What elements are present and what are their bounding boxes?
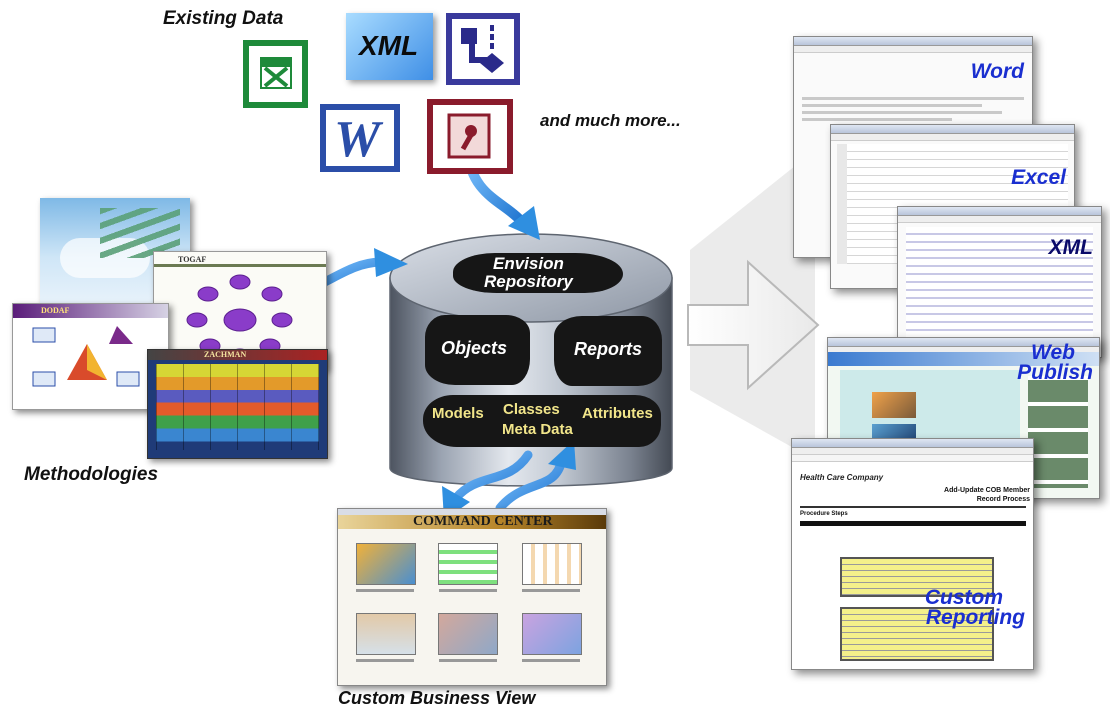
excel-menubar [831,134,1074,141]
thumb-caption-row1 [356,589,580,592]
xml-label: XML [1048,236,1093,259]
custom-reporting-screenshot: Health Care Company Add-Update COB Membe… [791,438,1034,670]
dodaf-diagram [32,326,140,387]
meta-data-label: Meta Data [502,421,573,438]
access-glyph [447,113,491,159]
thumb-caption-row2 [356,659,580,662]
thumb-process-architecture [438,543,498,585]
xml-tile-text: XML [359,30,419,61]
arrow-head-up [548,440,576,470]
report-procedure-steps: Procedure Steps [800,511,848,517]
command-center-header [338,515,606,529]
zachman-bar [148,350,327,360]
report-menubar [792,448,1033,455]
excel-glyph [260,57,292,89]
repository-title-line1: Envision [493,254,564,273]
xml-titlebar [898,207,1101,216]
web-publish-screenshot: Web Publish [827,337,1100,499]
custom-reporting-label-2: Reporting [925,606,1025,629]
word-line [802,104,982,107]
models-label: Models [432,405,484,422]
web-image3 [1028,376,1088,488]
reports-label: Reports [574,339,643,359]
word-label: Word [970,60,1024,83]
word-menubar [794,46,1032,53]
existing-data-label: Existing Data [163,8,284,29]
xml-icon: XML [346,13,433,80]
report-company: Health Care Company [800,473,884,482]
togaf-bar [154,264,326,267]
web-image1 [872,392,916,418]
xml-menubar [898,216,1101,223]
attributes-label: Attributes [582,405,653,422]
custom-reporting-label-1: Custom [924,586,1003,609]
repository-title-line2: Repository [484,272,573,291]
report-step-bar [800,521,1026,526]
word-line [802,118,952,121]
report-table-2 [840,607,994,661]
web-publish-label-2: Publish [1017,361,1093,384]
command-center-screenshot: COMMAND CENTER [337,508,607,686]
reports-pane [554,316,662,386]
arrow-repository-to-command-center [451,450,533,503]
togaf-title: TOGAF [178,255,207,264]
classes-label: Classes [503,401,560,418]
zachman-grid [156,364,319,450]
thumb-flow-chart [522,543,582,585]
zachman-grid-lines [156,364,319,450]
xml-code [906,227,1093,347]
thumb-enterprise-strategy [356,543,416,585]
xml-output-screenshot: XML [897,206,1102,358]
command-center-topbar [338,509,606,515]
arrow-head-access [508,206,540,240]
excel-label: Excel [1011,166,1066,189]
excel-icon [243,40,308,108]
web-header [828,352,1099,366]
methodologies-label: Methodologies [24,464,159,485]
report-table-1 [840,557,994,597]
custom-business-view-label: Custom Business View [338,688,536,708]
visio-glyph [461,25,504,73]
dodaf-thumb: DODAF [12,303,169,410]
arrow-command-center-to-repository [495,455,567,513]
report-title-1: Add-Update COB Member [944,487,1030,494]
zachman-title: ZACHMAN [204,350,247,359]
visio-icon [446,13,520,85]
togaf-thumb: TOGAF [153,251,327,370]
dodaf-title: DODAF [41,306,70,315]
and-much-more-label: and much more... [540,111,681,130]
arrow-head-methodologies [374,248,408,277]
thumb-process-workload [522,613,582,655]
thumb-relationship [438,613,498,655]
dodaf-bar [13,304,168,318]
objects-label: Objects [441,338,508,358]
word-icon: W [320,104,400,172]
report-addressbar [792,455,1033,462]
objects-pane [425,315,530,385]
zachman-thumb: ZACHMAN [147,349,328,459]
metadata-pane [423,395,661,447]
word-glyph: W [334,111,381,168]
word-titlebar [794,37,1032,46]
web-publish-label-1: Web [1031,341,1075,364]
access-icon [427,99,513,174]
report-title-2: Record Process [976,496,1030,503]
thumb-organization-map [356,613,416,655]
web-titlebar [828,338,1099,347]
report-titlebar [792,439,1033,448]
command-center-title: COMMAND CENTER [413,514,553,529]
sky-steps [100,208,180,258]
excel-titlebar [831,125,1074,134]
repository-title-pane [453,253,623,293]
word-line [802,111,1002,114]
word-line [802,97,1024,100]
big-gray-arrow [687,259,820,391]
report-rule [800,506,1026,508]
